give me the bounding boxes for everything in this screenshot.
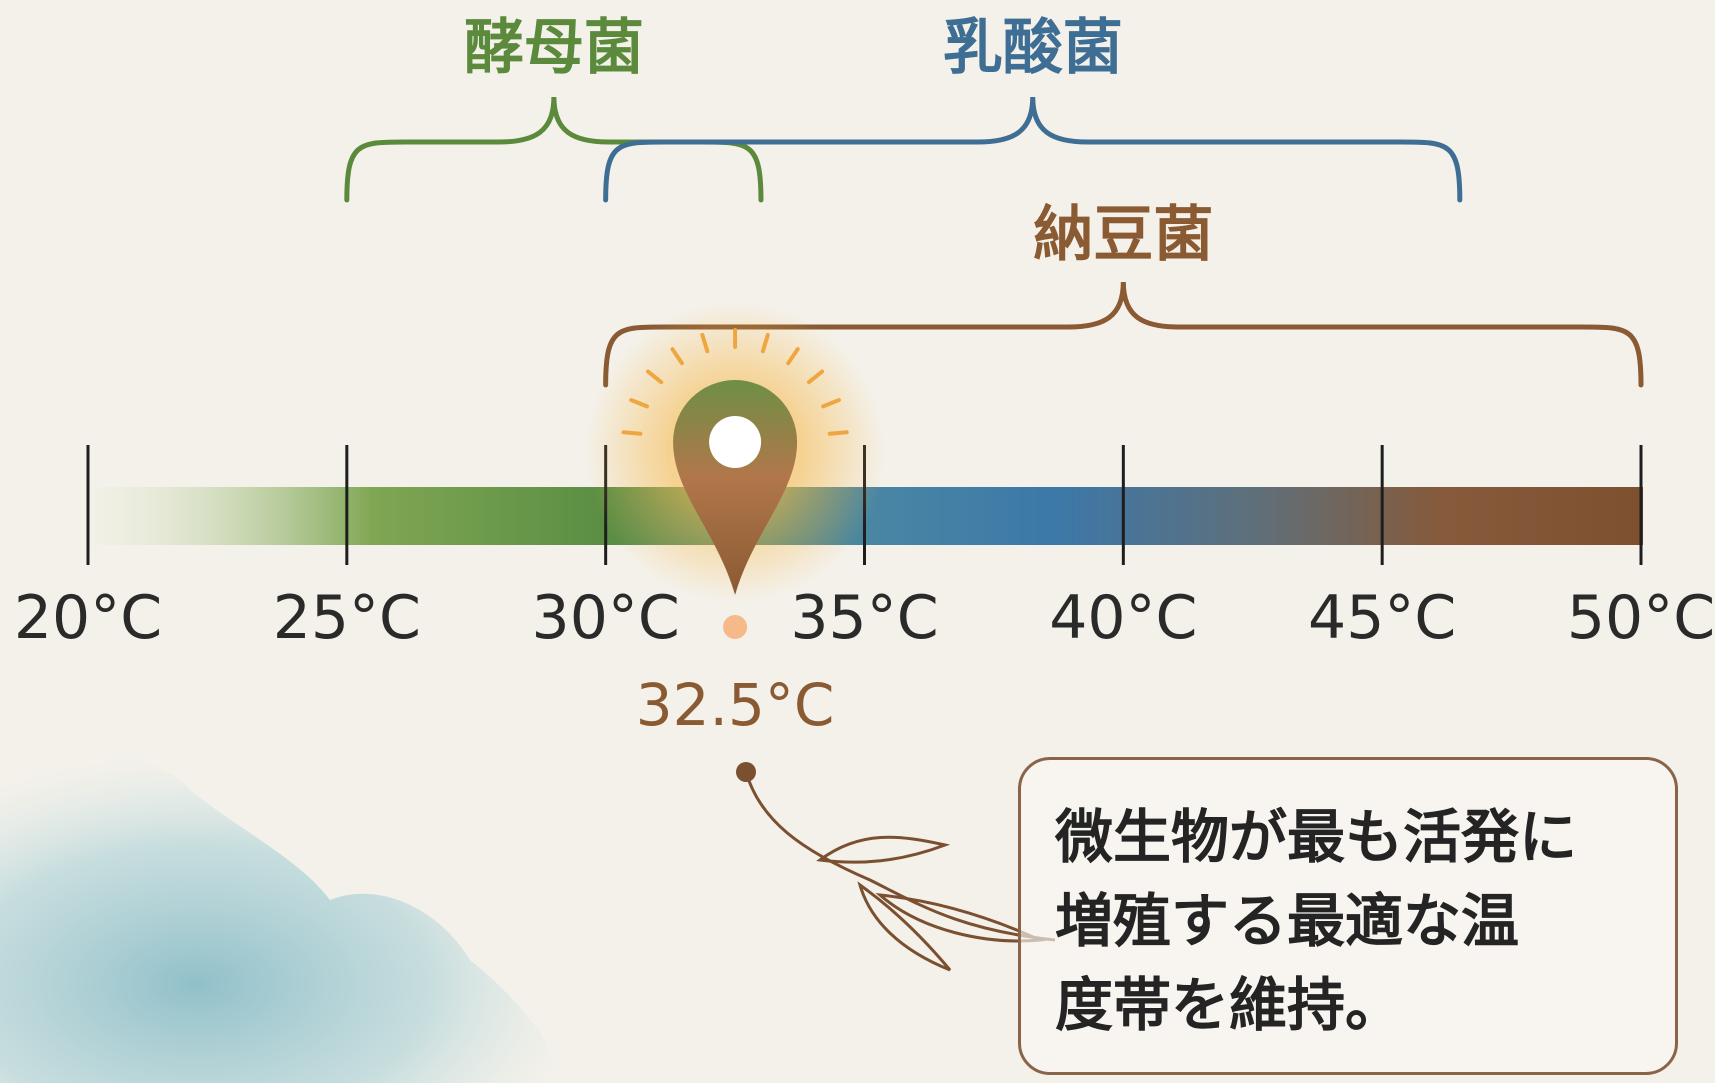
ray-0 [621,430,643,436]
tick-label-50: 50°C [1567,583,1715,653]
range-label-2: 納豆菌 [1033,200,1213,270]
range-brace-2 [603,281,1644,388]
tick-label-30: 30°C [532,583,680,653]
ray-4 [700,332,710,354]
ray-9 [821,398,841,409]
tick-label-40: 40°C [1049,583,1197,653]
tick-label-20: 20°C [14,583,162,653]
note-line-1: 微生物が最も活発に [1055,803,1578,871]
ray-8 [806,369,825,385]
tick-label-35: 35°C [790,583,938,653]
location-pin-icon [673,380,798,595]
leaf-pointer-icon [736,762,1056,972]
sun-rays-icon [621,328,849,436]
tick-label-45: 45°C [1308,583,1456,653]
tick-label-25: 25°C [273,583,421,653]
ray-3 [670,347,684,366]
ray-6 [760,332,770,354]
range-label-0: 酵母菌 [464,13,644,83]
ray-1 [629,398,650,409]
note-line-2: 増殖する最適な温 [1055,887,1520,956]
marker-value-label: 32.5°C [636,671,835,739]
range-label-1: 乳酸菌 [943,13,1123,83]
ray-10 [827,430,849,436]
note-text: 微生物が最も活発に 増殖する最適な温 度帯を維持。 [1055,795,1655,1047]
range-brace-0 [344,96,764,203]
ray-7 [786,347,800,366]
marker-dot [723,615,748,639]
watercolor-wash [0,752,560,1083]
note-line-3: 度帯を維持。 [1055,971,1404,1040]
note-box [1018,757,1678,1075]
ray-2 [646,369,664,385]
range-brace-1 [603,96,1463,203]
